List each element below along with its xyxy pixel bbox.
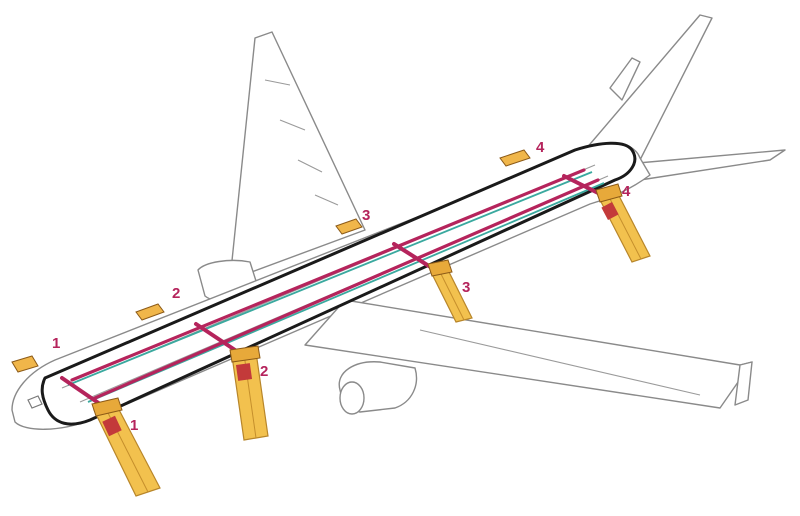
evacuation-path-2 xyxy=(93,178,600,400)
cross-path-door-1 xyxy=(60,376,102,406)
cross-path-door-2 xyxy=(194,322,240,354)
near-engine-intake xyxy=(339,381,365,415)
packed-slide-1 xyxy=(11,355,39,373)
far-wing-flap-4 xyxy=(314,194,339,206)
packed-slide-3 xyxy=(335,218,363,235)
exit-label-4-right: 4 xyxy=(622,183,631,200)
packed-slide-4 xyxy=(499,149,531,167)
exit-label-3-right: 3 xyxy=(462,279,470,296)
tail-fin-tip xyxy=(609,57,641,101)
exit-label-2-right: 2 xyxy=(260,363,268,380)
far-wing-flap-2 xyxy=(279,119,306,131)
near-wing-flap xyxy=(419,329,701,396)
far-wing xyxy=(229,31,366,281)
tail-fin xyxy=(584,14,713,161)
exit-label-1-right: 1 xyxy=(130,417,138,434)
evacuation-path-1 xyxy=(70,168,586,382)
exit-label-1-left: 1 xyxy=(52,335,60,352)
exit-label-4-left: 4 xyxy=(536,139,545,156)
cross-path-door-3 xyxy=(392,242,434,270)
cabin-cutaway xyxy=(40,141,637,426)
near-wing-tip xyxy=(734,361,753,406)
packed-slide-2 xyxy=(135,303,165,321)
aisle-line-left xyxy=(67,171,593,386)
deployed-slide-3 xyxy=(427,259,473,323)
exit-label-2-left: 2 xyxy=(172,285,180,302)
deployed-slide-4 xyxy=(595,183,651,263)
far-wing-flap-3 xyxy=(297,159,323,173)
deployed-slide-1 xyxy=(91,397,161,497)
far-wing-flap-1 xyxy=(264,79,291,86)
deployed-slide-2 xyxy=(229,345,269,441)
exit-label-3-left: 3 xyxy=(362,207,370,224)
